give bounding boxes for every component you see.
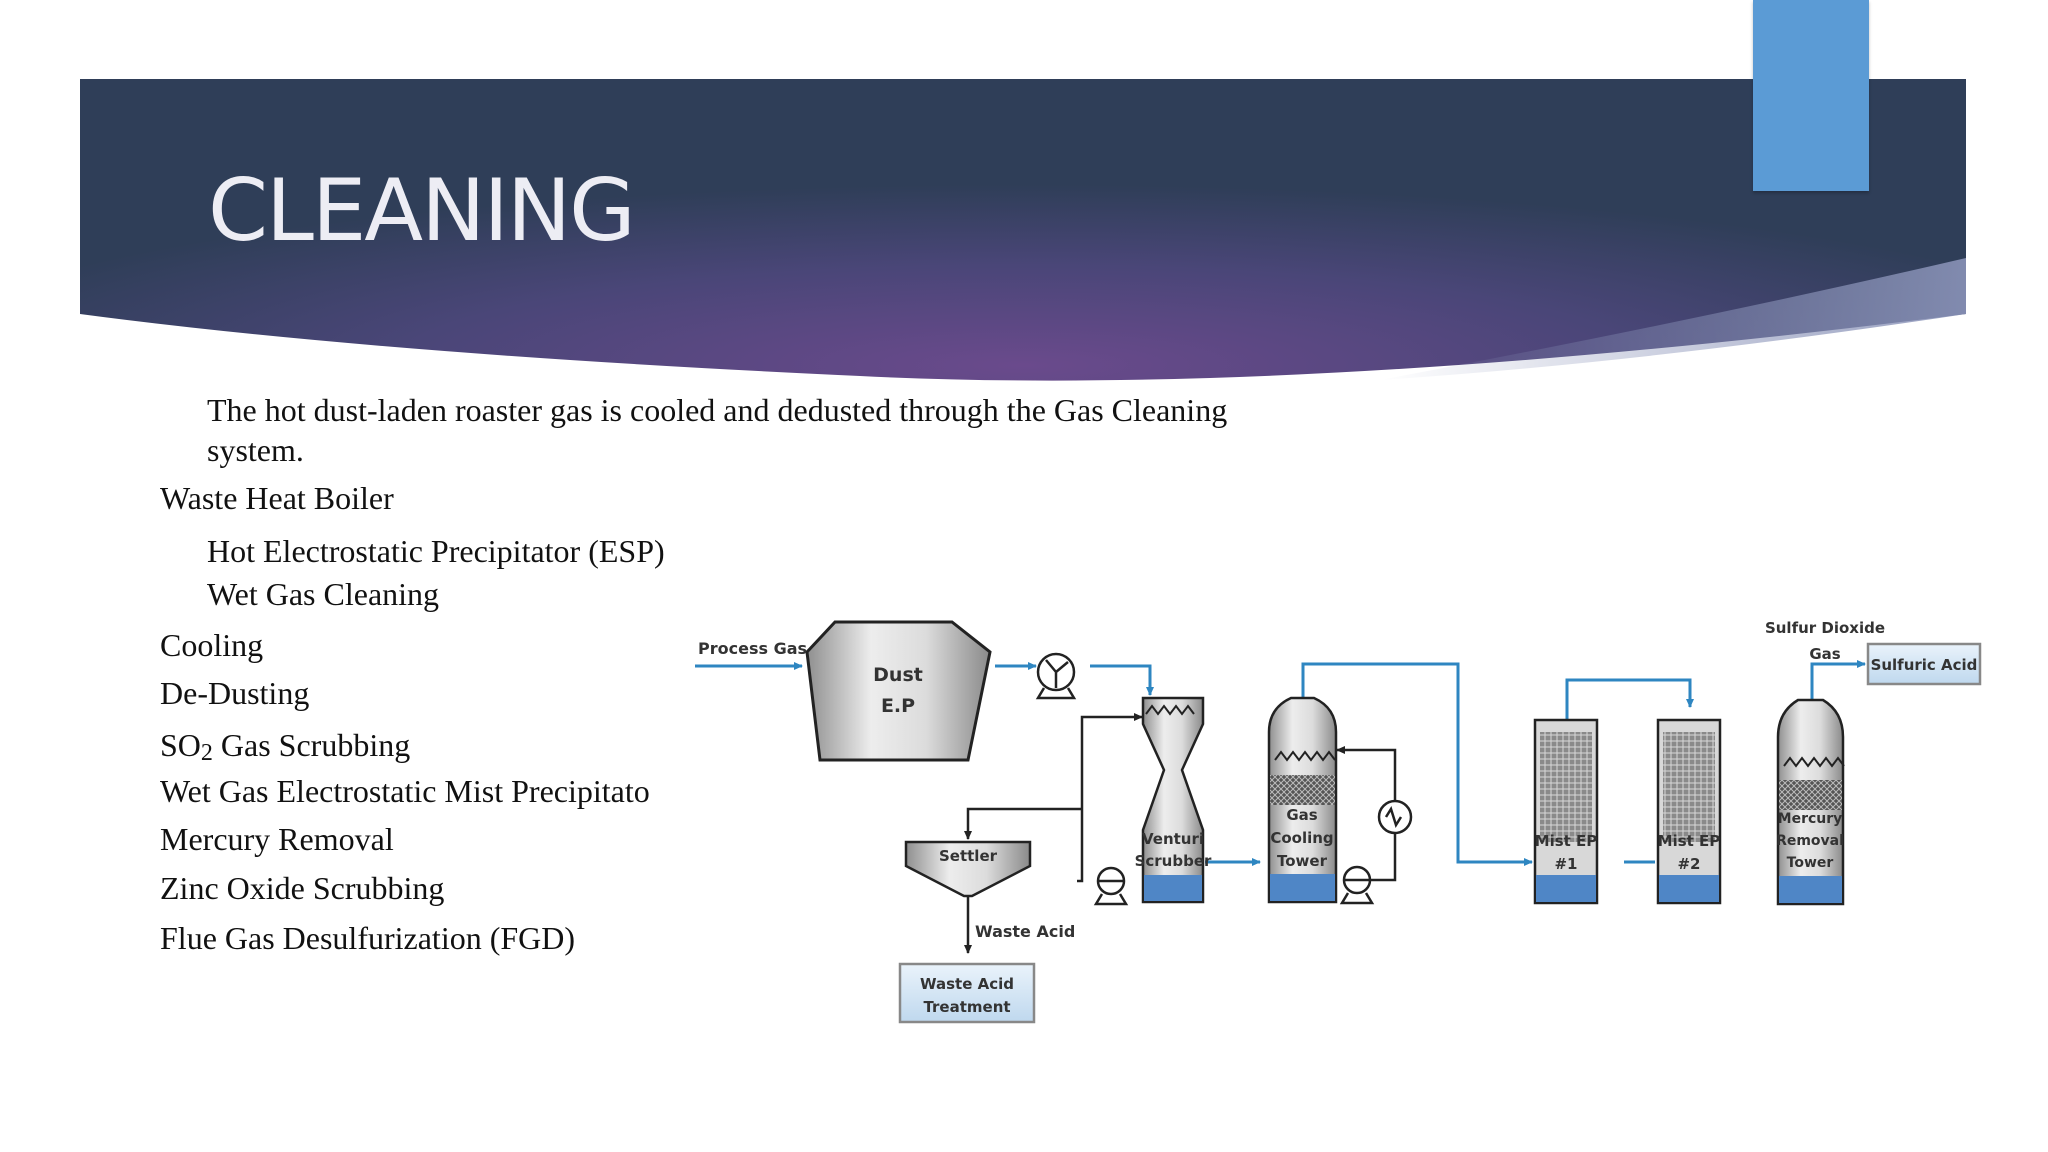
so2-gas-label-2: Gas [1809,645,1840,663]
mist2-label-1: Mist EP [1658,832,1721,850]
mist2-label-2: #2 [1677,855,1700,873]
blower-icon [1035,652,1077,700]
accent-tab [1753,0,1869,191]
treatment-label-2: Treatment [923,998,1010,1016]
sulfuric-acid-label: Sulfuric Acid [1871,656,1978,674]
bullet-mercury-removal: Mercury Removal [160,821,394,857]
bullet-zinc-oxide: Zinc Oxide Scrubbing [160,870,445,906]
waste-acid-label: Waste Acid [975,922,1075,941]
bullet-wet-gas-cleaning: Wet Gas Cleaning [207,576,440,612]
waste-acid-treatment-box: Waste Acid Treatment [898,962,1036,1024]
mercury-label-3: Tower [1787,855,1834,871]
settler-label: Settler [939,847,998,865]
venturi-label-1: Venturi [1142,830,1204,848]
so2-subscript: 2 [200,740,213,766]
mist1-label-1: Mist EP [1535,832,1598,850]
bullet-so2-scrubbing: SO2 Gas Scrubbing [160,727,410,768]
mercury-removal-tower: Mercury Removal Tower [1776,698,1845,906]
venturi-pump-icon [1093,866,1129,906]
bullet-cooling: Cooling [160,627,264,663]
so2-gas-label-1: Sulfur Dioxide [1765,619,1885,637]
mercury-label-2: Removal [1776,833,1844,849]
venturi-scrubber: Venturi Scrubber [1135,696,1212,904]
cooling-label-3: Tower [1277,852,1328,870]
gas-cleaning-diagram: Dust E.P Process Gas Venturi Scrubber [695,619,1982,1024]
slide-title: CLEANING [208,161,636,261]
intro-text: The hot dust-laden roaster gas is cooled… [207,392,1228,468]
gas-cooling-tower: Gas Cooling Tower [1267,696,1338,904]
mist-ep-2: Mist EP #2 [1656,718,1722,905]
bullet-hot-esp: Hot Electrostatic Precipitator (ESP) [207,533,665,569]
dust-esp-label-1: Dust [873,664,923,686]
process-gas-label: Process Gas [698,639,807,658]
gas-flow-lines [695,660,1866,866]
mist-ep-1: Mist EP #1 [1533,718,1599,905]
mist1-label-2: #1 [1554,855,1577,873]
bullet-waste-heat-boiler: Waste Heat Boiler [160,480,394,516]
mercury-label-1: Mercury [1778,811,1843,827]
bullet-fgd: Flue Gas Desulfurization (FGD) [160,920,576,956]
venturi-label-2: Scrubber [1135,852,1212,870]
heat-exchanger-icon [1377,799,1413,835]
treatment-label-1: Waste Acid [920,975,1014,993]
dust-esp: Dust E.P [805,620,992,762]
title-banner [80,79,1966,381]
cooling-label-2: Cooling [1270,829,1333,847]
bullet-mist-precipitator: Wet Gas Electrostatic Mist Precipitato [160,773,650,809]
so2-suffix: Gas Scrubbing [212,727,411,763]
cooling-pump-icon [1339,865,1375,905]
so2-prefix: SO [160,727,201,763]
dust-esp-label-2: E.P [881,695,915,717]
sulfuric-acid-box: Sulfuric Acid [1866,642,1982,686]
settler: Settler [904,840,1032,898]
cooling-label-1: Gas [1286,806,1317,824]
bullet-de-dusting: De-Dusting [160,675,310,711]
